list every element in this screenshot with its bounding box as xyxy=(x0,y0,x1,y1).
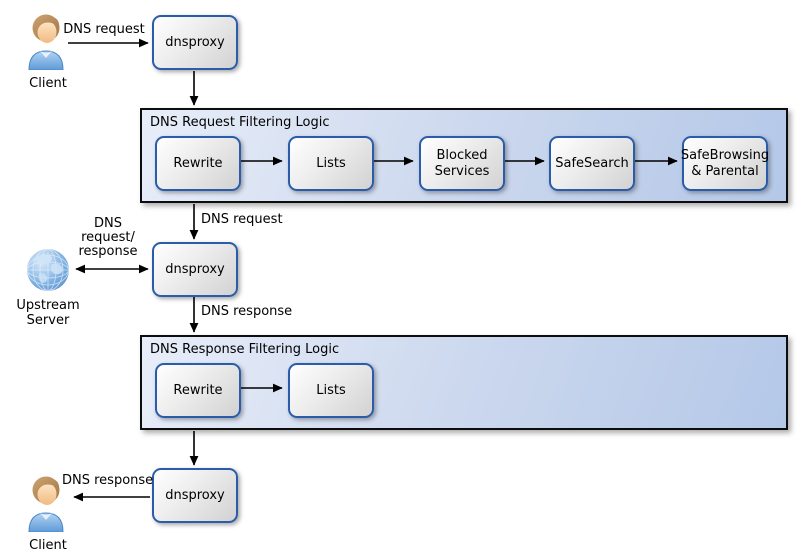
step-response-rewrite: Rewrite xyxy=(155,363,241,418)
step-request-lists: Lists xyxy=(288,136,374,191)
dnsproxy-middle-node-label: dnsproxy xyxy=(165,261,225,277)
upstream-server-label: Upstream Server xyxy=(16,298,80,328)
globe-icon xyxy=(27,249,69,291)
person-icon xyxy=(28,14,64,71)
upstream-server-actor: Upstream Server xyxy=(16,248,80,328)
dnsproxy-bottom-node: dnsproxy xyxy=(152,468,238,523)
dns-request-filtering-title: DNS Request Filtering Logic xyxy=(150,115,330,130)
dnsproxy-middle-node: dnsproxy xyxy=(152,242,238,297)
dnsproxy-bottom-node-label: dnsproxy xyxy=(165,487,225,503)
dnsproxy-top-node: dnsproxy xyxy=(152,15,238,70)
step-response-rewrite-label: Rewrite xyxy=(173,382,223,398)
step-safebrowsing-parental-label: SafeBrowsing & Parental xyxy=(680,147,770,179)
client-top-label: Client xyxy=(29,76,67,91)
person-icon xyxy=(28,476,64,533)
client-top-actor: Client xyxy=(26,12,70,91)
step-request-lists-label: Lists xyxy=(316,155,346,171)
dnsproxy-top-node-label: dnsproxy xyxy=(165,34,225,50)
client-bottom-actor: Client xyxy=(26,474,70,553)
dns-response-filtering-group: DNS Response Filtering Logic Rewrite Lis… xyxy=(140,335,788,430)
step-response-lists: Lists xyxy=(288,363,374,418)
step-safesearch: SafeSearch xyxy=(549,136,635,191)
edge-label-dns-response-bottom: DNS response xyxy=(62,473,154,488)
dns-response-filtering-title: DNS Response Filtering Logic xyxy=(150,342,340,357)
step-blocked-services-label: Blocked Services xyxy=(434,147,490,179)
dns-request-filtering-group: DNS Request Filtering Logic Rewrite List… xyxy=(140,108,788,203)
step-safebrowsing-parental: SafeBrowsing & Parental xyxy=(680,136,770,191)
step-blocked-services: Blocked Services xyxy=(419,136,505,191)
edge-label-dns-request-mid: DNS request xyxy=(201,212,283,227)
client-bottom-label: Client xyxy=(29,538,67,553)
step-response-lists-label: Lists xyxy=(316,382,346,398)
step-safesearch-label: SafeSearch xyxy=(555,155,629,171)
step-request-rewrite: Rewrite xyxy=(155,136,241,191)
edge-label-upstream-exchange: DNS request/ response xyxy=(78,216,138,259)
step-request-rewrite-label: Rewrite xyxy=(173,155,223,171)
edge-label-dns-request-top: DNS request xyxy=(63,22,145,37)
edge-label-dns-response-mid: DNS response xyxy=(201,304,293,319)
